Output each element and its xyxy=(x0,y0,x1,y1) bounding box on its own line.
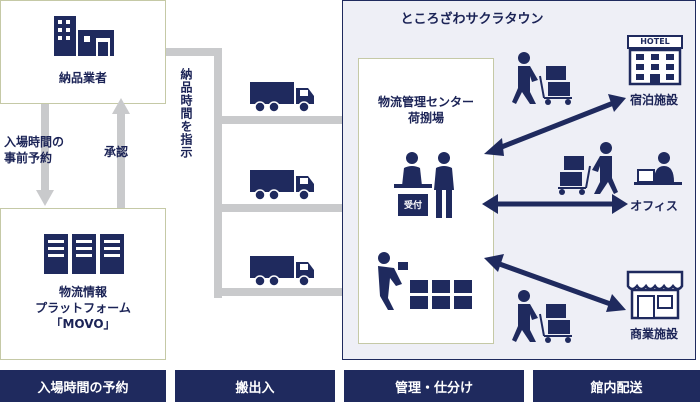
platform-label-3: 「MOVO」 xyxy=(50,317,116,331)
server-icon xyxy=(40,228,130,276)
truck-icon xyxy=(250,256,314,287)
reception-icon xyxy=(394,152,454,218)
step-loading: 搬出入 xyxy=(175,370,335,402)
hotel-label: 宿泊施設 xyxy=(629,93,678,107)
delivery-arrows xyxy=(482,94,628,312)
step-reservation: 入場時間の予約 xyxy=(0,370,166,402)
hotel-sign: HOTEL xyxy=(640,37,670,46)
step-management: 管理・仕分け xyxy=(344,370,524,402)
step-delivery: 館内配送 xyxy=(533,370,700,402)
platform-label-2: プラットフォーム xyxy=(35,301,131,315)
truck-icon xyxy=(250,170,314,201)
instruct-connector xyxy=(166,48,222,298)
cart-worker-icon xyxy=(512,290,572,343)
approval-arrow xyxy=(112,98,130,208)
supplier-label: 納品業者 xyxy=(58,71,107,85)
instruct-label: 納品時間を指示 xyxy=(179,68,193,159)
town-title: ところざわサクラタウン xyxy=(400,12,544,27)
commercial-label: 商業施設 xyxy=(629,327,678,341)
center-title-2: 荷捌場 xyxy=(407,111,444,125)
approval-label: 承認 xyxy=(104,145,129,159)
office-label: オフィス xyxy=(630,199,678,213)
platform-box xyxy=(0,208,166,360)
shop-icon xyxy=(626,270,684,320)
desk-label: 受付 xyxy=(403,201,422,211)
cart-worker-icon xyxy=(512,52,572,105)
cart-worker-icon xyxy=(558,142,618,195)
center-title-1: 物流管理センター xyxy=(377,95,474,109)
platform-label-1: 物流情報 xyxy=(58,285,107,299)
building-icon xyxy=(52,14,118,58)
truck-icon xyxy=(250,82,314,113)
office-desk-icon xyxy=(634,152,682,185)
hotel-icon xyxy=(627,35,683,86)
reservation-label: 入場時間の 事前予約 xyxy=(4,135,65,165)
worker-boxes-icon xyxy=(378,252,472,310)
reservation-arrow xyxy=(36,104,54,206)
